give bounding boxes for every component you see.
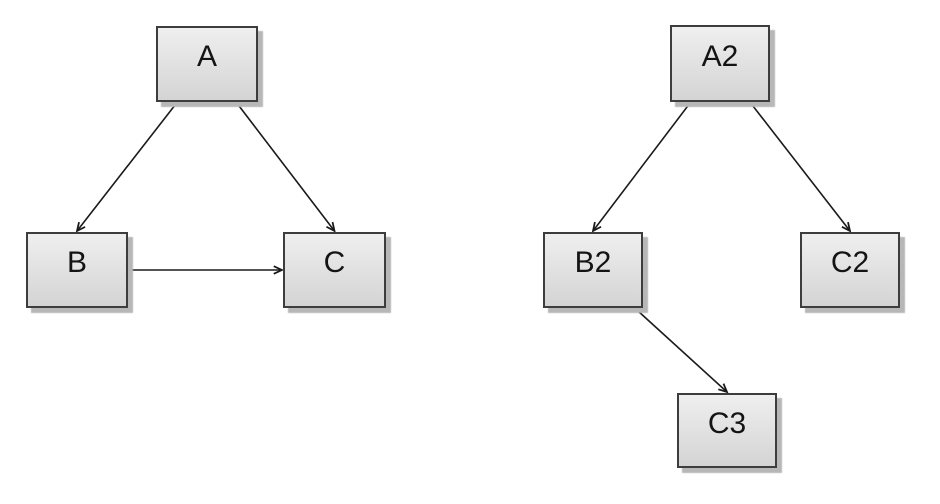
node-label-b2: B2	[574, 246, 612, 279]
node-c: C	[283, 232, 386, 308]
node-c3: C3	[677, 393, 777, 468]
node-label-c: C	[323, 246, 346, 279]
node-label-a2: A2	[701, 39, 739, 73]
node-b2: B2	[543, 232, 643, 308]
node-label-c3: C3	[707, 406, 747, 440]
node-label-c2: C2	[830, 246, 870, 279]
node-a2: A2	[670, 25, 770, 102]
node-label-b: B	[66, 246, 87, 279]
node-c2: C2	[800, 232, 900, 308]
node-b: B	[26, 232, 128, 308]
node-a: A	[156, 26, 258, 102]
node-label-a: A	[196, 40, 217, 73]
